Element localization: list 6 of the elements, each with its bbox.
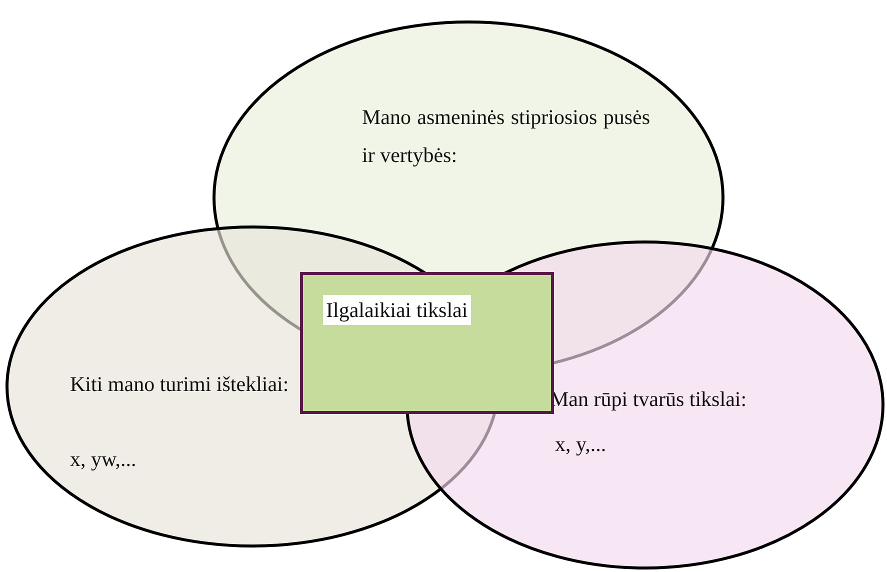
venn-label: Mano asmeninės stipriosios pusės ir vertybės:: [362, 104, 650, 169]
venn-label: x, yw,...: [70, 446, 138, 473]
venn-label: Kiti mano turimi ištekliai:: [70, 371, 290, 398]
center-box: [300, 272, 554, 414]
box-title: Ilgalaikiai tikslai: [323, 295, 471, 325]
venn-label: x, y,...: [555, 431, 608, 458]
